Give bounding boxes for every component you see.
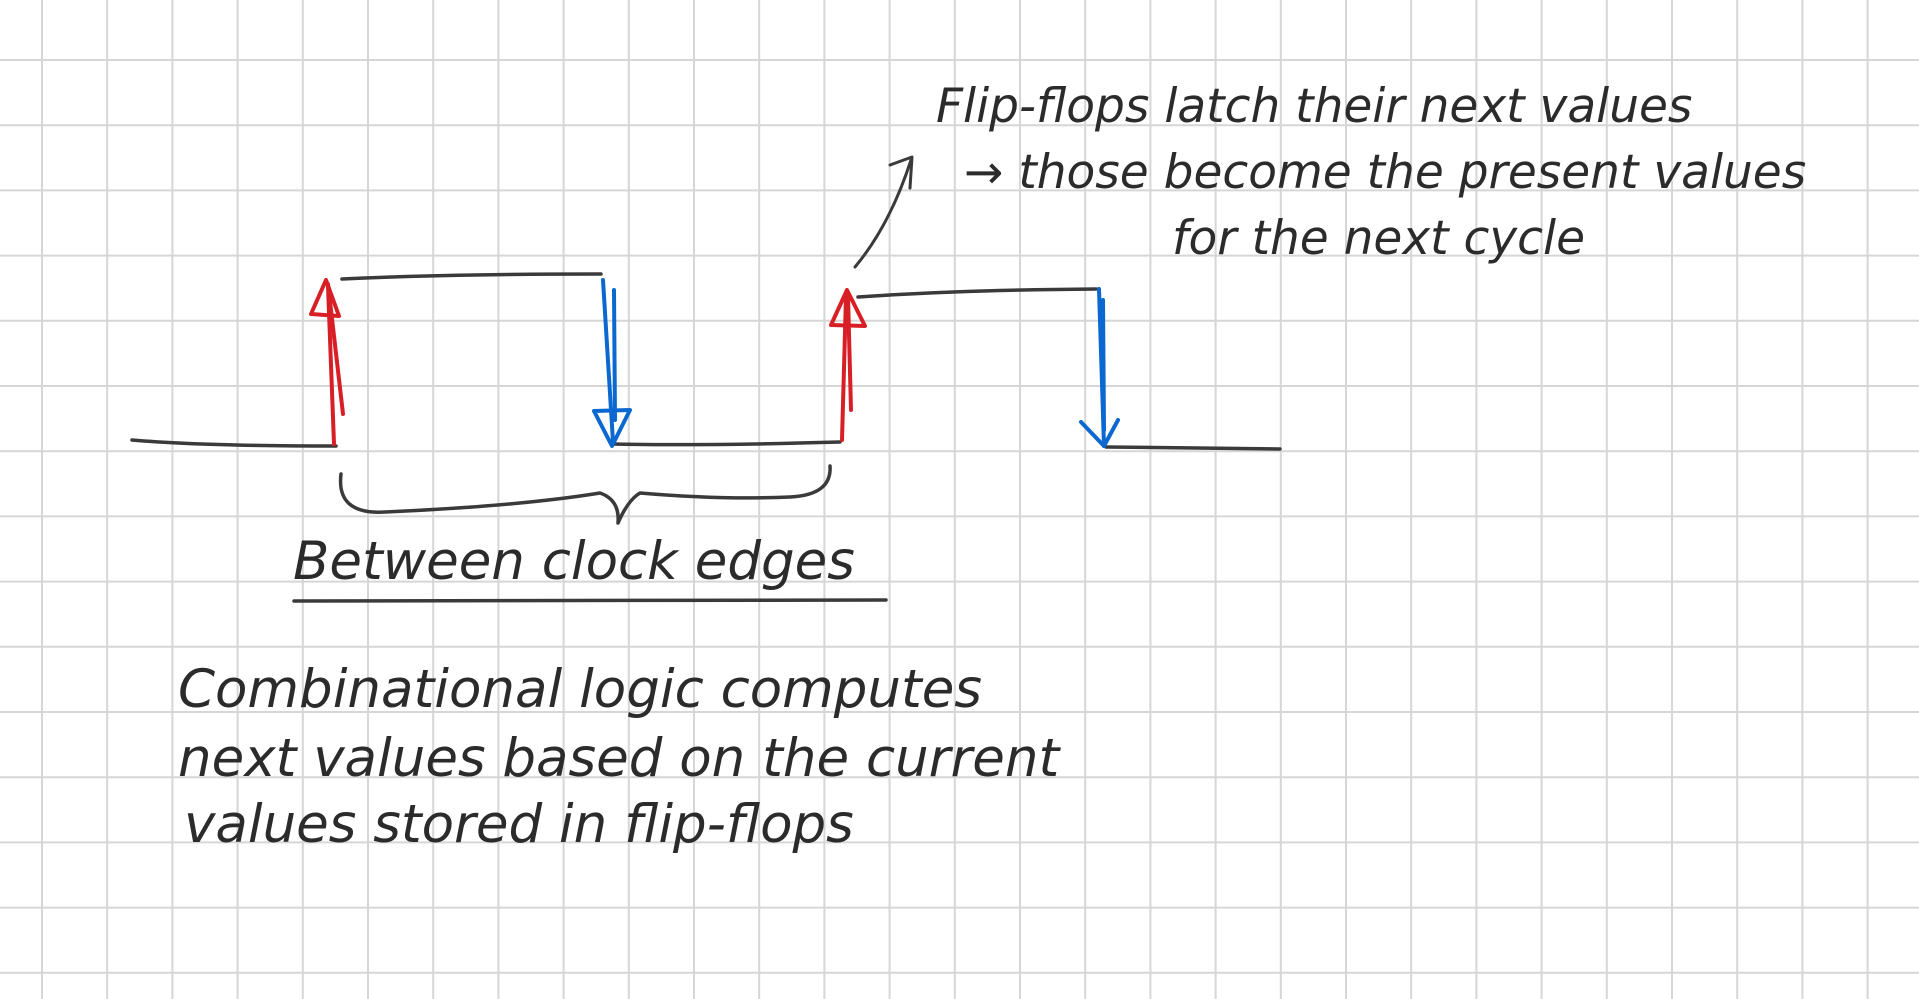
annotation-arrow (853, 155, 914, 269)
falling-edge-1-arrowhead (592, 408, 632, 448)
annotation-line-3: for the next cycle (1172, 211, 1585, 266)
clock-waveform (130, 272, 1282, 451)
rising-edge-1 (309, 278, 345, 446)
description-line-3: values stored in flip-flops (184, 794, 854, 855)
curly-brace (338, 464, 832, 525)
brace-label: Between clock edges (293, 531, 855, 592)
waveform-low-3 (1104, 445, 1282, 451)
waveform-high-1 (340, 272, 603, 281)
brace-label-underline (292, 598, 888, 603)
annotation-line-2: → those become the present values (964, 145, 1806, 200)
annotation-line-1: Flip-flops latch their next values (936, 79, 1692, 134)
rising-edge-2 (829, 288, 867, 442)
falling-edge-2-arrowhead (1079, 418, 1120, 448)
rising-edge-1-arrowhead (309, 278, 341, 318)
description-line-2: next values based on the current (178, 728, 1061, 789)
annotation-text: Flip-flops latch their next values → tho… (936, 79, 1806, 266)
description-line-1: Combinational logic computes (178, 659, 982, 720)
waveform-low-2 (610, 440, 842, 447)
rising-edge-2-arrowhead (829, 288, 867, 328)
falling-edge-1 (592, 278, 632, 448)
falling-edge-2 (1079, 287, 1120, 448)
description-text: Combinational logic computes next values… (178, 659, 1061, 855)
waveform-low-1 (130, 438, 338, 448)
waveform-high-2 (856, 287, 1098, 299)
